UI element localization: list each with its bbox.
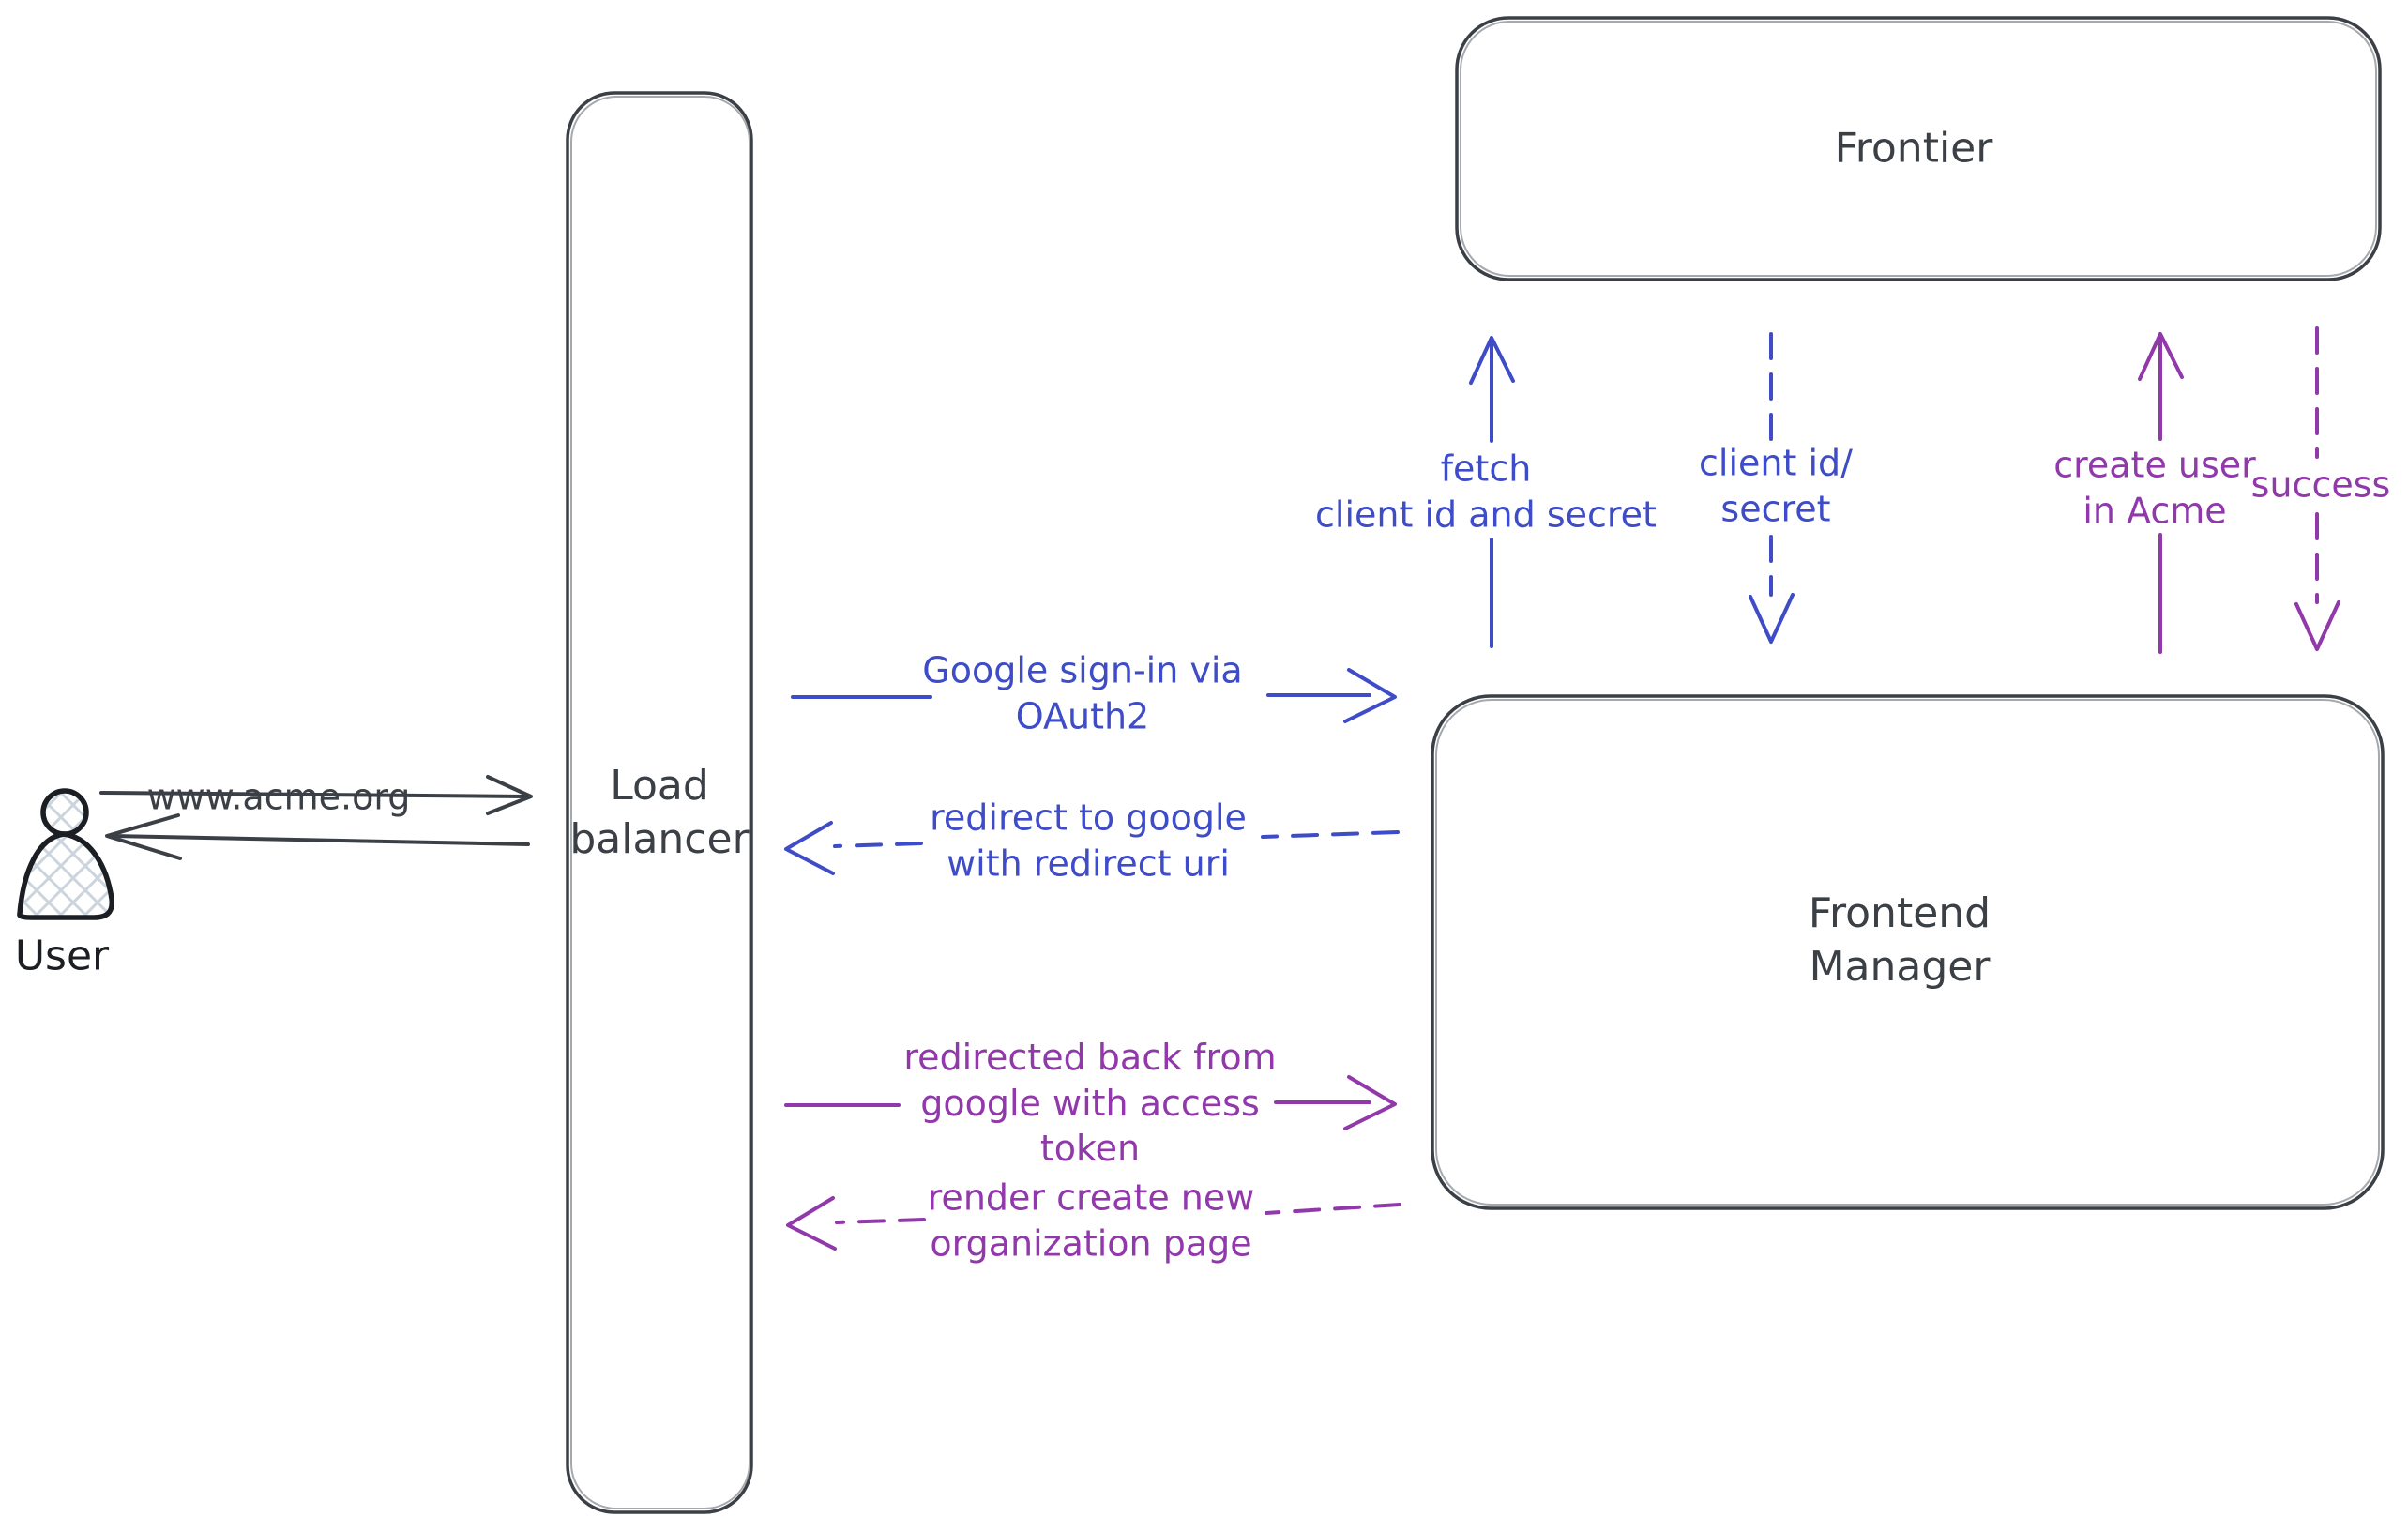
arrow-acme-request[interactable] xyxy=(99,775,533,815)
user-icon[interactable] xyxy=(17,788,114,920)
frontend-manager-box[interactable] xyxy=(1431,694,2385,1210)
load-balancer-box[interactable] xyxy=(566,91,753,1514)
arrow-success[interactable] xyxy=(2294,326,2340,651)
frontier-box[interactable] xyxy=(1455,16,2382,281)
arrow-redirect-to-google[interactable] xyxy=(784,821,1400,875)
arrow-acme-response[interactable] xyxy=(105,813,530,860)
arrow-create-user[interactable] xyxy=(2138,332,2184,654)
arrow-google-signin[interactable] xyxy=(791,668,1397,723)
arrow-fetch-client[interactable] xyxy=(1469,336,1515,648)
arrow-render-org-page[interactable] xyxy=(786,1196,1401,1251)
arrow-client-id-secret[interactable] xyxy=(1749,332,1795,644)
arrow-redirected-back[interactable] xyxy=(784,1075,1397,1130)
